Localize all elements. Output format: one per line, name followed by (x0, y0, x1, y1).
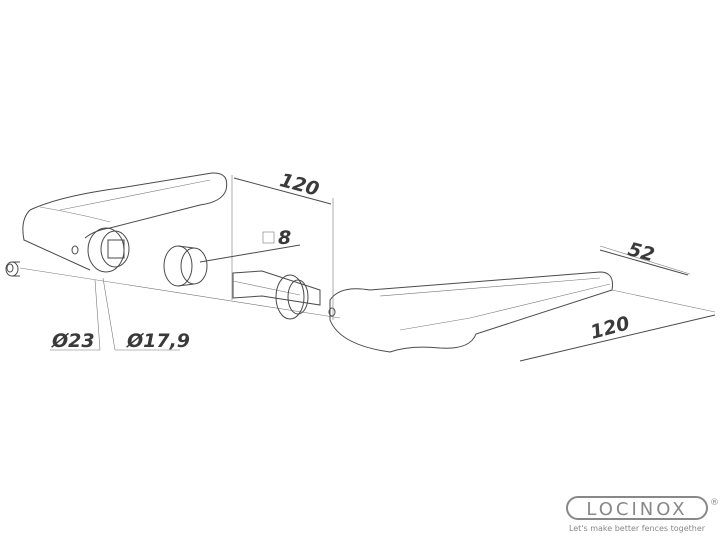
spindle (232, 270, 321, 306)
svg-text:LOCINOX: LOCINOX (586, 499, 687, 520)
svg-text:Let's make better fences toget: Let's make better fences together (569, 524, 706, 533)
svg-text:®: ® (710, 498, 719, 508)
dim-rose-inner-diameter: Ø17,9 (126, 330, 190, 352)
grub-screw (5, 261, 20, 277)
rose (163, 245, 208, 287)
left-handle (22, 172, 228, 273)
dim-left-handle-length: 120 (277, 169, 321, 201)
dimension-lines (50, 175, 716, 362)
washer (275, 274, 309, 320)
square-symbol-icon (262, 231, 275, 244)
dim-right-offset: 52 (626, 238, 657, 266)
right-handle (328, 271, 613, 353)
dim-right-handle-length: 120 (588, 312, 632, 344)
dim-spindle-square: 8 (278, 227, 291, 249)
locinox-logo: LOCINOX ® Let's make better fences toget… (566, 496, 719, 533)
centerline (19, 267, 341, 319)
dim-rose-outer-diameter: Ø23 (51, 330, 95, 352)
